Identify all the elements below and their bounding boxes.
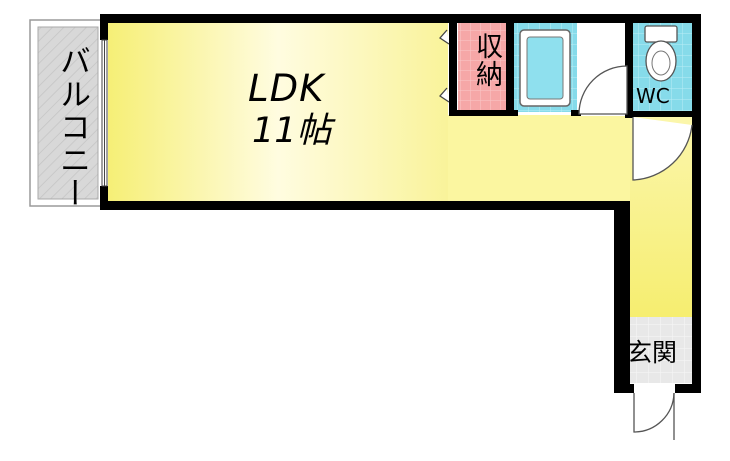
storage-door [439,29,450,103]
toilet-icon [644,25,678,82]
storage-floor [458,22,506,110]
ldk-label: LDK [248,67,325,110]
wc-label: WC [636,84,670,108]
ldk-floor [108,22,448,204]
bath-door-swing [578,65,628,115]
balcony-window [101,39,108,187]
bathtub-inner [526,36,564,100]
entrance-door-swing [633,392,675,433]
entrance-floor [630,317,692,383]
ldk-size-label: 11帖 [252,111,332,151]
balcony-label: バルコニー [54,45,90,210]
entrance-label: 玄関 [627,338,678,367]
storage-label: 収納 [471,32,502,88]
walls [100,14,701,393]
wc-door-swing [632,117,693,181]
balcony [29,19,105,207]
